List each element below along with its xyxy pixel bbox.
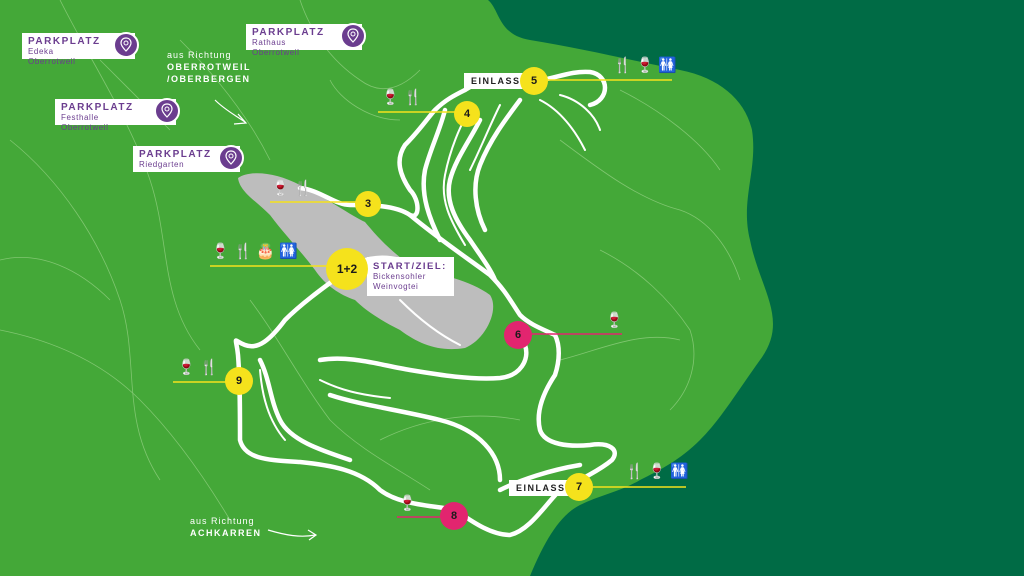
toilets-icon: 🚻 xyxy=(658,56,678,74)
station-7[interactable]: 7 xyxy=(565,473,593,501)
wine-glass-icon: 🍷 xyxy=(381,88,400,106)
parking-subtitle: Edeka Oberrotweil xyxy=(28,47,76,66)
toilets-icon: 🚻 xyxy=(279,242,298,260)
contour-lines xyxy=(0,0,741,521)
station-5[interactable]: 5 xyxy=(520,67,548,95)
station-8[interactable]: 8 xyxy=(440,502,468,530)
parking-subtitle: Rathaus Oberrotweil xyxy=(252,38,300,57)
location-pin-icon xyxy=(340,23,366,49)
route-lines xyxy=(233,69,617,538)
cutlery-icon: 🍴 xyxy=(199,358,219,376)
wine-glass-icon: 🍷 xyxy=(647,462,667,480)
direction-prefix: aus Richtung xyxy=(167,50,232,60)
direction-line2: /OBERBERGEN xyxy=(167,74,251,84)
cutlery-icon: 🍴 xyxy=(403,88,423,106)
parking-subtitle: Riedgarten xyxy=(139,160,185,169)
cutlery-icon: 🍴 xyxy=(233,242,253,260)
wine-glass-icon: 🍷 xyxy=(398,494,417,512)
station-7-amenities: 🍴🍷🚻 xyxy=(625,464,693,479)
einlass-label-south: EINLASS xyxy=(509,480,573,496)
station-1-2[interactable]: 1+2 xyxy=(326,248,368,290)
parking-festhalle[interactable]: PARKPLATZ Festhalle Oberrotweil xyxy=(55,98,180,132)
parking-riedgarten[interactable]: PARKPLATZ Riedgarten xyxy=(133,145,244,172)
arrow-from-oberrotweil xyxy=(214,99,248,125)
start-title: START/ZIEL: xyxy=(373,261,447,272)
wine-glass-icon: 🍷 xyxy=(271,179,290,197)
location-pin-icon xyxy=(154,98,180,124)
parking-title: PARKPLATZ xyxy=(252,27,325,38)
parking-subtitle: Festhalle Oberrotweil xyxy=(61,113,109,132)
parking-rathaus[interactable]: PARKPLATZ Rathaus Oberrotweil xyxy=(246,23,366,57)
station-3-amenities: 🍷🍴 xyxy=(271,181,316,196)
parking-title: PARKPLATZ xyxy=(139,149,212,160)
direction-line1: OBERROTWEIL xyxy=(167,62,251,72)
station-3[interactable]: 3 xyxy=(355,191,381,217)
parking-edeka[interactable]: PARKPLATZ Edeka Oberrotweil xyxy=(22,32,139,66)
direction-prefix: aus Richtung xyxy=(190,516,255,526)
station-5-amenities: 🍴🍷🚻 xyxy=(613,58,681,73)
cake-icon: 🎂 xyxy=(256,242,276,260)
station-leader-lines-pink xyxy=(397,333,622,518)
einlass-label-north: EINLASS xyxy=(464,73,528,89)
parking-title: PARKPLATZ xyxy=(61,102,134,113)
start-line1: Bickensohler xyxy=(373,272,427,281)
direction-oberrotweil: aus Richtung OBERROTWEIL /OBERBERGEN xyxy=(167,49,251,85)
parking-title: PARKPLATZ xyxy=(28,36,101,47)
wine-glass-icon: 🍷 xyxy=(635,56,655,74)
wine-glass-icon: 🍷 xyxy=(211,242,230,260)
wine-glass-icon: 🍷 xyxy=(177,358,196,376)
station-1-2-amenities: 🍷🍴🎂🚻 xyxy=(211,244,302,259)
station-leader-lines xyxy=(173,79,686,488)
cutlery-icon: 🍴 xyxy=(625,462,644,480)
toilets-icon: 🚻 xyxy=(670,462,690,480)
location-pin-icon xyxy=(113,32,139,58)
station-4[interactable]: 4 xyxy=(454,101,480,127)
station-9[interactable]: 9 xyxy=(225,367,253,395)
station-6[interactable]: 6 xyxy=(504,321,532,349)
cutlery-icon: 🍴 xyxy=(613,56,632,74)
arrow-from-achkarren xyxy=(267,529,318,541)
station-8-amenities: 🍷 xyxy=(398,496,421,511)
direction-achkarren: aus Richtung ACHKARREN xyxy=(190,515,262,539)
location-pin-icon xyxy=(218,145,244,171)
cutlery-icon: 🍴 xyxy=(293,179,313,197)
direction-line1: ACHKARREN xyxy=(190,528,262,538)
start-line2: Weinvogtei xyxy=(373,282,419,291)
wine-glass-icon: 🍷 xyxy=(605,311,624,329)
start-finish-label: START/ZIEL: Bickensohler Weinvogtei xyxy=(367,257,454,296)
station-4-amenities: 🍷🍴 xyxy=(381,90,426,105)
station-9-amenities: 🍷🍴 xyxy=(177,360,222,375)
station-6-amenities: 🍷 xyxy=(605,313,628,328)
